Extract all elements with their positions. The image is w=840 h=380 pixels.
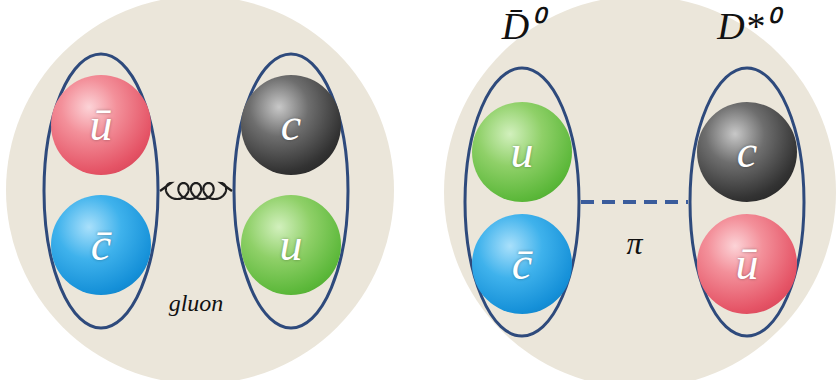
- ellipse-border: [44, 54, 158, 328]
- meson-name: D*⁰: [717, 6, 776, 48]
- ellipse-border: [465, 68, 579, 336]
- quark-ball: ū: [51, 75, 151, 175]
- tetraquark-disc: [6, 0, 394, 380]
- quark-ball: u: [472, 102, 572, 202]
- quark-ball: c: [241, 75, 341, 175]
- meson-ellipse: ū c̄: [42, 52, 160, 330]
- ellipse-border: [690, 68, 804, 336]
- quark-symbol: c: [281, 102, 301, 148]
- quark-symbol: ū: [90, 102, 113, 148]
- gluon-coil: [160, 183, 232, 199]
- quark-ball: c̄: [51, 195, 151, 295]
- quark-symbol: u: [511, 129, 534, 175]
- quark-ball: c̄: [472, 214, 572, 314]
- meson-ellipse: cu: [232, 52, 350, 330]
- quark-ball: ū: [697, 214, 797, 314]
- meson-ellipse: D̄⁰uc̄: [463, 66, 581, 338]
- quark-ball: c: [697, 102, 797, 202]
- ellipse-border: [234, 54, 348, 328]
- pion-exchange-line: [581, 200, 688, 204]
- quark-symbol: c: [737, 129, 757, 175]
- pion-label: π: [626, 226, 642, 261]
- quark-symbol: u: [280, 222, 303, 268]
- molecule-disc: [444, 0, 836, 380]
- quark-symbol: c̄: [91, 222, 111, 268]
- quark-symbol: c̄: [512, 241, 532, 287]
- quark-ball: u: [241, 195, 341, 295]
- meson-name: D̄⁰: [502, 6, 542, 48]
- meson-ellipse: D*⁰cū: [688, 66, 806, 338]
- gluon-label: gluon: [169, 290, 224, 316]
- quark-symbol: ū: [736, 241, 759, 287]
